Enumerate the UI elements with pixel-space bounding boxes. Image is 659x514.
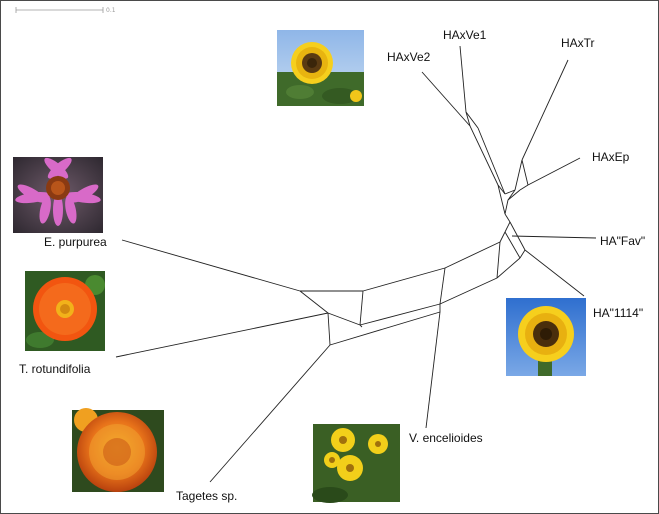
label-v-encelioides: V. encelioides [409,431,483,445]
marigold-photo [72,408,164,492]
label-haxtr: HAxTr [561,36,595,50]
label-e-purpurea: E. purpurea [44,235,107,249]
label-haxep: HAxEp [592,150,630,164]
label-tagetes: Tagetes sp. [176,489,237,503]
tithonia-photo [25,271,105,351]
label-ha-1114: HA"1114" [593,306,643,320]
verbesina-photo [312,424,400,503]
label-t-rotundifolia: T. rotundifolia [19,362,91,376]
echinacea-photo [13,157,103,233]
sunflower-field-photo [277,30,364,106]
label-ha-fav: HA"Fav" [600,234,645,248]
network-edges [115,45,597,483]
scale-bar: 0.1 [15,7,116,14]
sunflower-sky-photo [506,298,586,376]
taxon-labels: HAxVe1 HAxVe2 HAxTr HAxEp HA"Fav" HA"111… [19,28,645,503]
label-haxve1: HAxVe1 [443,28,487,42]
label-haxve2: HAxVe2 [387,50,431,64]
scale-bar-label: 0.1 [106,7,116,14]
